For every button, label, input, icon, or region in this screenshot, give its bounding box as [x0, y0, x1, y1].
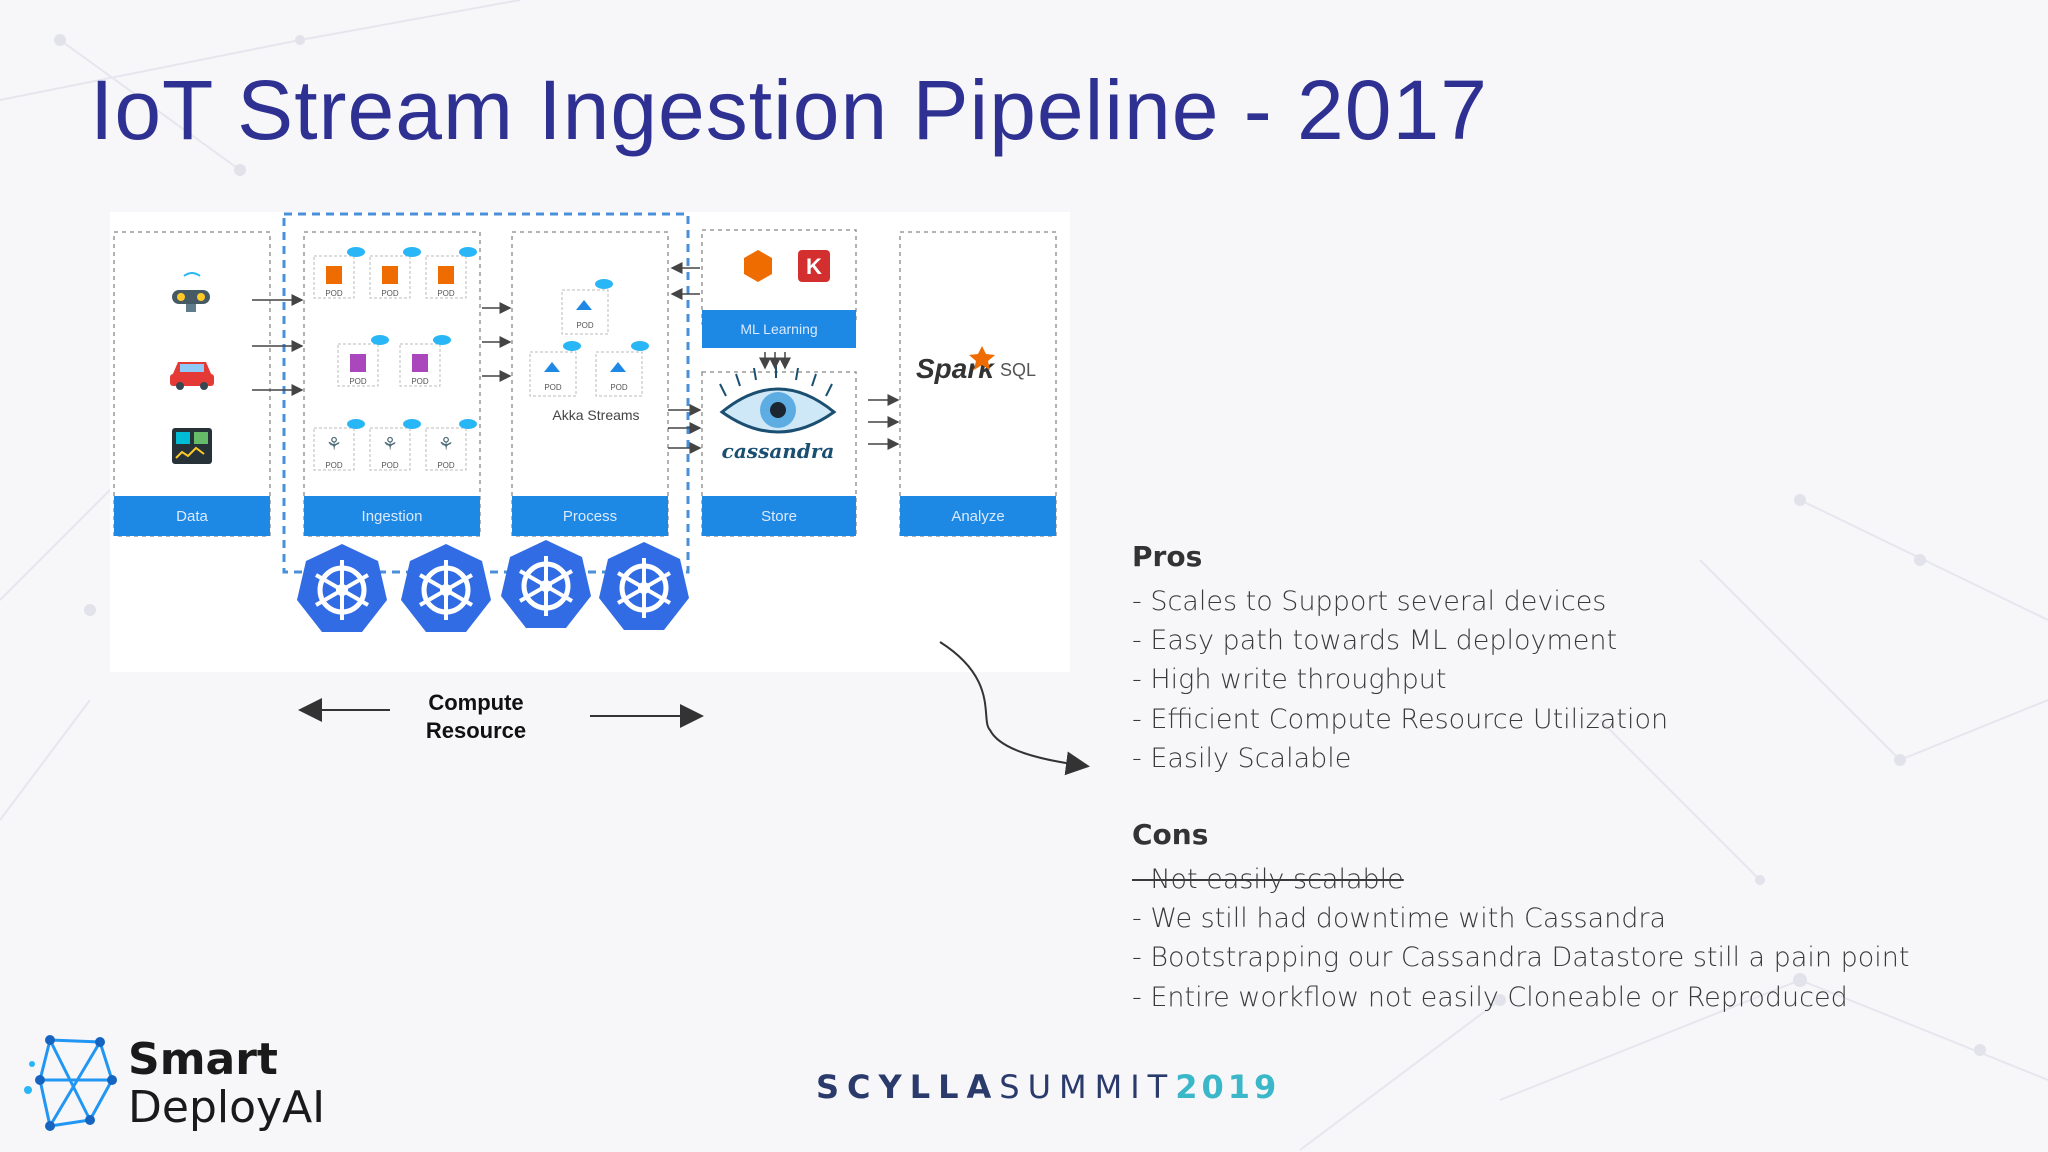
svg-text:POD: POD: [610, 383, 628, 392]
tensorflow-icon: [744, 250, 772, 282]
cons-item-struck: - Not easily scalable: [1132, 864, 1404, 896]
svg-text:POD: POD: [411, 377, 429, 386]
svg-text:SQL: SQL: [1000, 360, 1036, 380]
process-pods: POD POD POD Akka Streams: [529, 279, 649, 423]
svg-text:cassandra: cassandra: [722, 439, 835, 463]
svg-text:K: K: [806, 254, 822, 279]
pros-item: - Easily Scalable: [1132, 742, 1352, 774]
spark-sql-logo: Spark SQL: [916, 346, 1036, 384]
svg-text:⚘: ⚘: [438, 434, 454, 455]
dashboard-monitor-icon: [172, 428, 212, 464]
network-brain-icon: [24, 1035, 117, 1131]
slide-title: IoT Stream Ingestion Pipeline - 2017: [90, 63, 1488, 157]
car-icon: [170, 362, 214, 390]
svg-text:POD: POD: [437, 289, 455, 298]
svg-text:POD: POD: [381, 461, 399, 470]
kubernetes-icon: [599, 542, 689, 630]
pros-item: - Easy path towards ML deployment: [1132, 625, 1618, 657]
kubernetes-icon: [501, 540, 591, 628]
brand-line2: DeployAI: [128, 1082, 326, 1133]
scylla-summit-footer: SCYLLASUMMIT2019: [816, 1068, 1280, 1106]
stage-bar-process: [512, 496, 668, 536]
svg-text:POD: POD: [544, 383, 562, 392]
stage-bar-store: [702, 496, 856, 536]
pros-item: - Scales to Support several devices: [1132, 586, 1607, 617]
svg-text:POD: POD: [349, 377, 367, 386]
svg-text:POD: POD: [576, 321, 594, 330]
curved-arrow: [939, 641, 1090, 776]
cons-item: - We still had downtime with Cassandra: [1132, 903, 1667, 935]
pros-heading: Pros: [1132, 540, 1203, 573]
svg-text:POD: POD: [325, 289, 343, 298]
stage-label-store: Store: [761, 508, 797, 525]
footer-scylla: SCYLLA: [816, 1068, 1000, 1106]
kubernetes-icon: [401, 544, 491, 632]
stage-label-process: Process: [563, 508, 617, 525]
footer-year: 2019: [1175, 1068, 1281, 1106]
stage-bar-data: [114, 496, 270, 536]
kubernetes-icons: [297, 540, 689, 632]
svg-text:POD: POD: [325, 461, 343, 470]
stage-label-data: Data: [176, 508, 208, 525]
ingestion-pods: ⚘ ⚘ ⚘ POD POD POD POD POD POD POD POD: [313, 247, 477, 471]
ml-learning-label: ML Learning: [740, 321, 817, 337]
pros-item: - High write throughput: [1132, 664, 1447, 696]
keras-icon: [798, 250, 830, 282]
cons-item: - Entire workflow not easily Cloneable o…: [1132, 981, 1848, 1013]
iot-sensor-icon: [172, 272, 210, 312]
svg-text:⚘: ⚘: [382, 434, 398, 455]
compute-label-line1: Compute: [428, 690, 523, 715]
ml-box: [701, 229, 857, 325]
akka-streams-caption: Akka Streams: [552, 407, 639, 423]
cassandra-logo: cassandra: [719, 366, 837, 463]
compute-label-line2: Resource: [426, 718, 526, 743]
kubernetes-icon: [297, 544, 387, 632]
ml-tool-icons: K: [744, 250, 830, 282]
svg-text:POD: POD: [437, 461, 455, 470]
ml-learning-bar: [702, 310, 856, 348]
smartdeployai-logo: Smart DeployAI: [20, 1030, 340, 1140]
stage-bar-analyze: [900, 496, 1056, 536]
stage-label-analyze: Analyze: [951, 508, 1004, 525]
stage-bar-ingestion: [304, 496, 480, 536]
compute-group-outline: [282, 212, 690, 574]
diagram-card: [110, 212, 1070, 672]
svg-text:⚘: ⚘: [326, 434, 342, 455]
brand-line1: Smart: [128, 1034, 278, 1085]
footer-summit: SUMMIT: [999, 1068, 1176, 1106]
svg-text:POD: POD: [381, 289, 399, 298]
cons-item: - Bootstrapping our Cassandra Datastore …: [1132, 942, 1910, 974]
pros-cons-panel: Pros - Scales to Support several devices…: [1132, 540, 2032, 1017]
cons-heading: Cons: [1132, 818, 1209, 852]
pros-item: - Efficient Compute Resource Utilization: [1132, 703, 1669, 735]
stage-label-ingestion: Ingestion: [362, 508, 423, 525]
